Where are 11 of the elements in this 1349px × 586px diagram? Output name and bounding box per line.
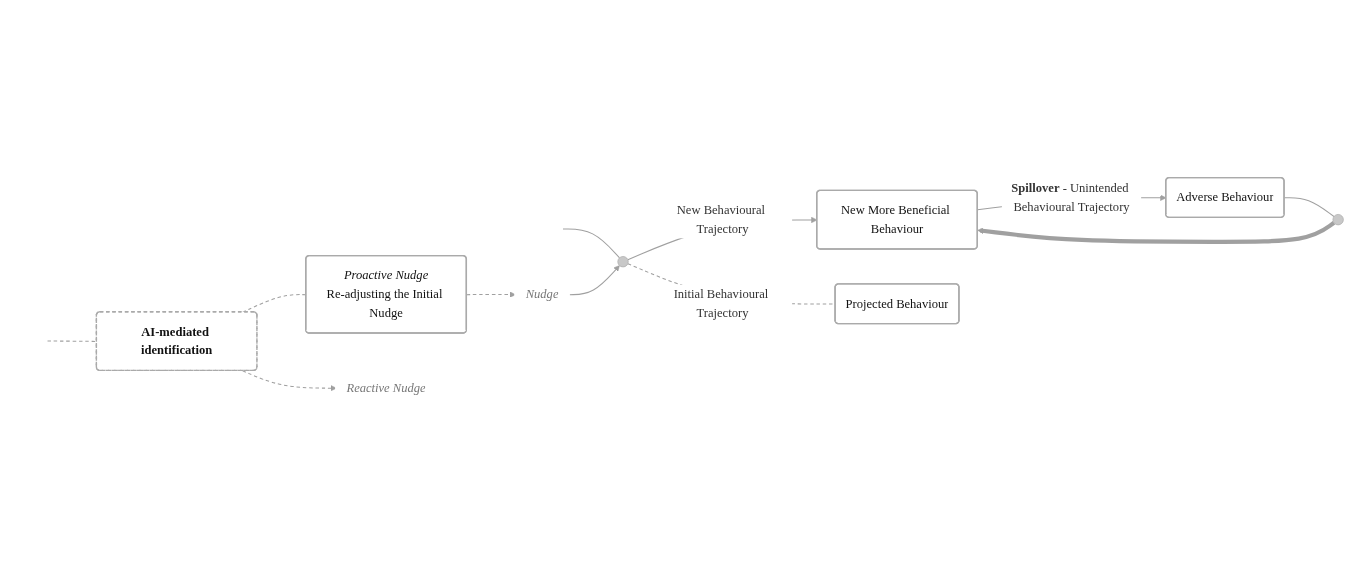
node-text: Reactive Nudge <box>346 380 426 395</box>
node-text: Nudge <box>525 287 559 302</box>
arrow <box>977 221 1336 245</box>
edge-label: Initial Behavioural Trajectory <box>673 287 769 321</box>
node-circle <box>1332 214 1344 226</box>
connector <box>562 228 621 259</box>
arrow <box>568 265 620 296</box>
edge-label: New Behavioural Trajectory <box>676 203 766 237</box>
arrow <box>466 291 516 298</box>
node-circle <box>617 256 629 268</box>
edge-label: Spillover - Unintended Behavioural Trajectory <box>1011 181 1130 214</box>
